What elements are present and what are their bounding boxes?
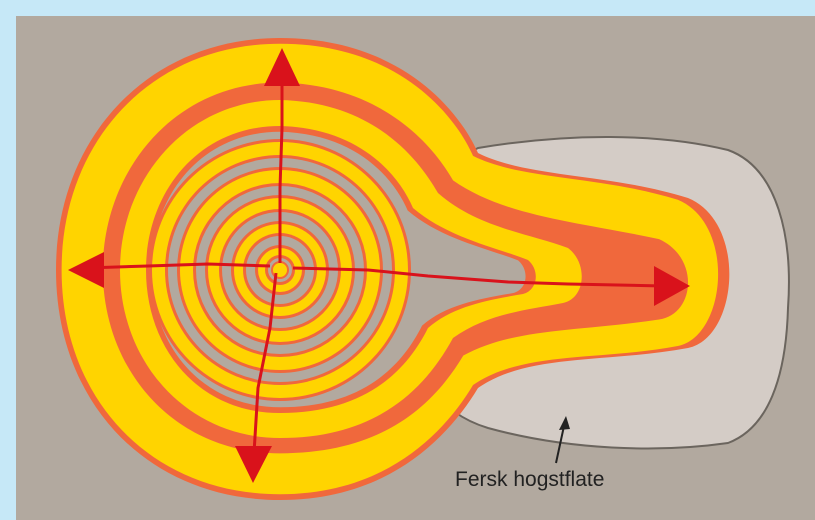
arrow-line-right — [292, 266, 664, 288]
arrow-line-up — [278, 68, 284, 263]
pointer-line — [555, 425, 565, 464]
arrowhead-left — [68, 252, 104, 288]
clearcut-label: Fersk hogstflate — [455, 468, 604, 491]
clearcut-label-pointer — [555, 416, 570, 464]
pointer-arrowhead — [559, 416, 570, 430]
spread-arrows — [85, 68, 664, 454]
arrowhead-down — [235, 446, 272, 483]
spread-rings — [56, 38, 730, 500]
spread-diagram: Fersk hogstflate — [16, 16, 815, 520]
arrowhead-right — [654, 266, 690, 306]
arrow-line-left — [85, 262, 271, 270]
arrowhead-up — [264, 48, 300, 86]
arrow-line-down — [252, 272, 278, 454]
